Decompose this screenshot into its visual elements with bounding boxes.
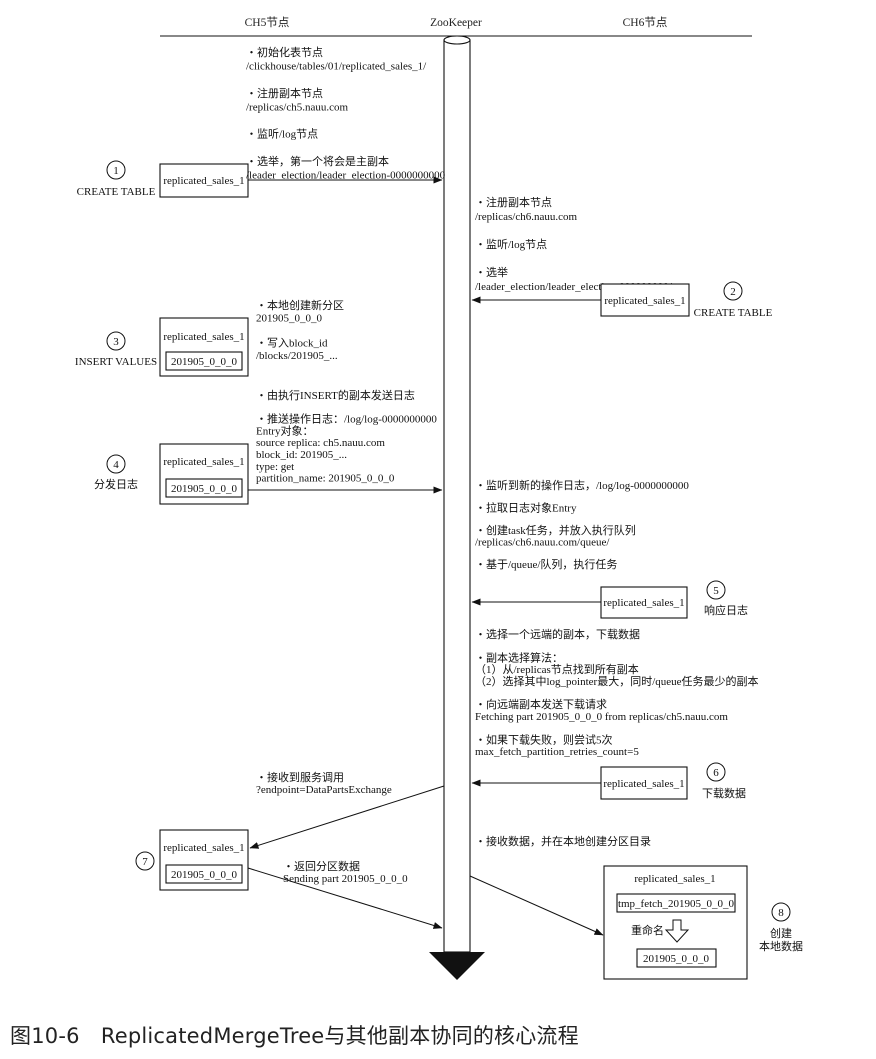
arrow-service-call <box>249 785 445 849</box>
ch5-part-box-3 <box>165 351 243 371</box>
rename-arrow-icon <box>664 919 690 943</box>
header-ch6: CH6节点 <box>623 16 668 29</box>
step-2-number: 2 <box>730 286 736 298</box>
figure-caption: 图10-6 ReplicatedMergeTree与其他副本协同的核心流程 <box>10 1024 579 1048</box>
ch5-part-name-4: 201905_0_0_0 <box>171 483 238 495</box>
step-5-marker <box>706 580 726 600</box>
step-4-marker <box>106 454 126 474</box>
ch5-part-name-3: 201905_0_0_0 <box>171 356 238 368</box>
timeline-end-arrow <box>429 952 485 980</box>
note-ch5-create: ・初始化表节点/clickhouse/tables/01/replicated_… <box>246 45 446 181</box>
ch5-part-box-7 <box>165 864 243 884</box>
step-6-marker <box>706 762 726 782</box>
ch5-table-name-3: replicated_sales_1 <box>163 331 244 343</box>
ch5-part-box-4 <box>165 478 243 498</box>
ch5-table-name-7: replicated_sales_1 <box>163 842 244 854</box>
ch6-table-name-2: replicated_sales_1 <box>604 295 685 307</box>
rename-label: 重命名 <box>631 923 664 937</box>
step-2-label: CREATE TABLE <box>694 307 773 319</box>
ch6-table-name-6: replicated_sales_1 <box>603 778 684 790</box>
ch6-part-name-8: 201905_0_0_0 <box>643 953 710 965</box>
ch6-table-name-5: replicated_sales_1 <box>603 597 684 609</box>
note-push-log: ・由执行INSERT的副本发送日志・推送操作日志：/log/log-000000… <box>256 388 437 485</box>
step-1-marker <box>106 160 126 180</box>
arrow-send-part <box>247 867 443 929</box>
step-7-marker <box>135 851 155 871</box>
ch6-part-box-8 <box>636 948 717 968</box>
step-2-marker <box>723 281 743 301</box>
step-1-label: CREATE TABLE <box>77 186 156 198</box>
step-4-label: 分发日志 <box>94 477 138 491</box>
step-8-number: 8 <box>778 907 784 919</box>
step-6-number: 6 <box>713 767 719 779</box>
arrow-receive-part <box>469 875 604 936</box>
note-ch6-fetch: ・选择一个远端的副本，下载数据・副本选择算法：（1）从/replicas节点找到… <box>475 627 759 758</box>
step-8-marker <box>771 902 791 922</box>
ch6-table-box-2 <box>600 283 690 317</box>
ch6-tmp-part-name: tmp_fetch_201905_0_0_0 <box>618 898 735 910</box>
header-zookeeper: ZooKeeper <box>430 17 482 29</box>
note-ch5-service: ・接收到服务调用?endpoint=DataPartsExchange <box>256 770 392 796</box>
step-1-number: 1 <box>113 165 119 177</box>
ch6-tmp-part-box <box>616 893 736 913</box>
step-5-label: 响应日志 <box>704 603 748 617</box>
ch5-part-name-7: 201905_0_0_0 <box>171 869 238 881</box>
ch6-table-name-8: replicated_sales_1 <box>634 873 715 885</box>
zookeeper-timeline <box>429 35 485 980</box>
step-3-number: 3 <box>113 336 119 348</box>
step-3-marker <box>106 331 126 351</box>
step-4-number: 4 <box>113 459 119 471</box>
ch5-table-box-1 <box>159 163 249 198</box>
step-5-number: 5 <box>713 585 719 597</box>
step-3-label: INSERT VALUES <box>75 356 157 368</box>
ch6-table-box-6 <box>600 766 688 800</box>
note-ch6-log: ・监听到新的操作日志，/log/log-0000000000・拉取日志对象Ent… <box>475 478 689 571</box>
ch5-table-name-4: replicated_sales_1 <box>163 456 244 468</box>
ch6-table-box-5 <box>600 586 688 619</box>
header-ch5: CH5节点 <box>245 16 290 29</box>
note-ch6-receive: ・接收数据，并在本地创建分区目录 <box>475 834 651 848</box>
step-7-number: 7 <box>142 856 148 868</box>
note-ch6-create: ・注册副本节点/replicas/ch6.nauu.com・监听/log节点・选… <box>475 195 674 293</box>
ch5-table-name-1: replicated_sales_1 <box>163 175 244 187</box>
step-6-label: 下载数据 <box>702 786 746 800</box>
step-8-label: 创建本地数据 <box>759 926 803 953</box>
